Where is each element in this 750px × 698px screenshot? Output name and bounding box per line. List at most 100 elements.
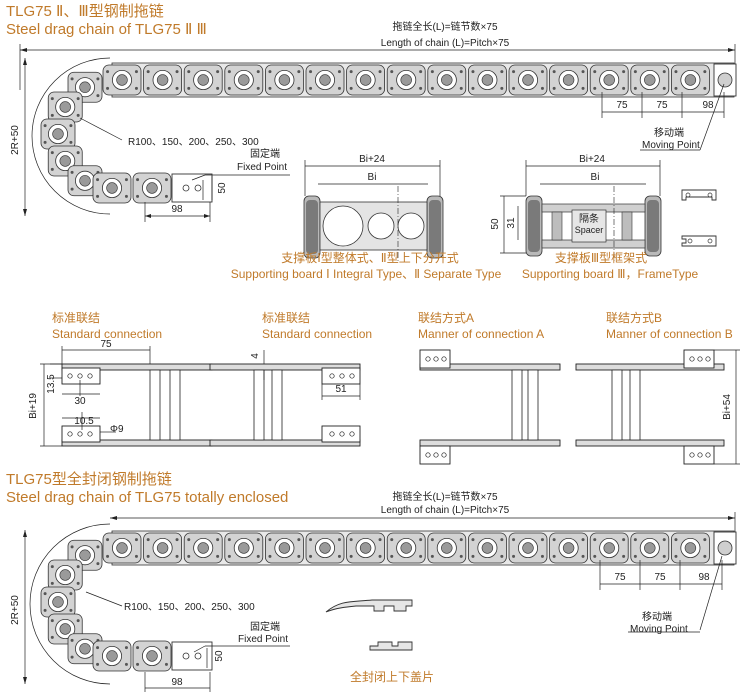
board2-caption-cn: 支撑板Ⅲ型框架式 [555, 250, 647, 265]
section2-radius-callout: R100、150、200、250、300 [85, 591, 255, 613]
section2-fixed-en: Fixed Point [238, 634, 288, 645]
section2-dim-98: 98 [171, 677, 183, 688]
conn3-title-en: Manner of connection A [418, 327, 544, 341]
chain-link [224, 532, 264, 564]
section2-end-98: 98 [698, 572, 710, 583]
section2-length-dimension [110, 512, 736, 540]
section1-radius-callout: R100、150、200、250、300 [79, 117, 259, 148]
section1-moving-cn: 移动端 [654, 126, 684, 139]
board2-height-outer: 50 [490, 218, 501, 230]
chain-link [305, 64, 345, 96]
chain-link [92, 640, 132, 672]
section2-radius-text: R100、150、200、250、300 [124, 602, 255, 613]
chain-link [630, 64, 670, 96]
conn4-title-en: Manner of connection B [606, 327, 733, 341]
chain-link [224, 64, 264, 96]
chain-link [671, 532, 710, 564]
section2-pitch-dims: 75 75 98 [599, 560, 723, 590]
section1-fixed-height: 50 [217, 182, 228, 194]
section2-bend-dimension: 2R+50 [10, 530, 27, 684]
section2-length-en: Length of chain (L)=Pitch×75 [381, 505, 510, 516]
chain-link [47, 91, 83, 123]
conn1-dim-bi19: Bi+19 [28, 393, 39, 419]
section1-chain-upper [102, 62, 737, 98]
section2-chain-lower [92, 640, 213, 672]
chain-link [467, 64, 507, 96]
conn2-dim-51: 51 [335, 384, 347, 395]
board2-spacer-en: Spacer [575, 225, 604, 235]
conn2-title-en: Standard connection [262, 327, 372, 341]
section1-length-dimension [19, 44, 736, 90]
section1-radius-text: R100、150、200、250、300 [128, 137, 259, 148]
chain-link [264, 532, 304, 564]
board2-width-outer: Bi+24 [579, 154, 605, 165]
chain-link [40, 586, 76, 618]
board1-caption-cn: 支撑板Ⅰ型整体式、Ⅱ型上下分开式 [281, 250, 458, 265]
chain-link [346, 64, 386, 96]
chain-link [102, 532, 142, 564]
board1-width-outer: Bi+24 [359, 154, 385, 165]
chain-link [143, 64, 183, 96]
chain-link [427, 64, 467, 96]
section1-fixed-cn: 固定端 [250, 147, 280, 160]
section1-dim-98: 98 [171, 204, 183, 215]
moving-end-bolt [717, 72, 733, 88]
section1-bend-arc [31, 57, 111, 215]
conn1-title-en: Standard connection [52, 327, 162, 341]
chain-link [132, 172, 172, 204]
chain-link [305, 532, 345, 564]
chain-link [183, 64, 223, 96]
fixed-end-bolt [194, 184, 202, 192]
conn3-title-cn: 联结方式A [418, 310, 474, 325]
conn4-drawing [575, 349, 740, 465]
chain-link [671, 64, 710, 96]
chain-link [92, 172, 132, 204]
section2-bend-arc [29, 523, 111, 685]
board2-height-inner: 31 [506, 217, 517, 229]
section2-moving-en: Moving Point [630, 624, 688, 635]
section1-pitch-dims: 75 75 98 [601, 92, 725, 118]
section1-moving-en: Moving Point [642, 140, 700, 151]
section2-fixed-height: 50 [214, 650, 225, 662]
chain-link [47, 559, 83, 591]
board2-drawing [525, 186, 662, 262]
board1-dimensions: Bi+24 Bi [304, 154, 441, 196]
board2-width-inner: Bi [591, 172, 600, 183]
chain-link [132, 640, 172, 672]
section2-bend-label: 2R+50 [10, 595, 21, 625]
chain-link [467, 532, 507, 564]
chain-link [508, 532, 548, 564]
section2-chain-upper [102, 530, 737, 566]
chain-link [589, 64, 629, 96]
fixed-end-bolt [182, 652, 190, 660]
conn4-dim-bi54: Bi+54 [722, 394, 733, 420]
chain-link [630, 532, 670, 564]
section1-dim-98-left: 98 [144, 202, 211, 222]
conn2-title-cn: 标准联结 [262, 311, 310, 325]
section1-fixed-en: Fixed Point [237, 162, 287, 173]
moving-end-bolt [717, 540, 733, 556]
chain-link [427, 532, 467, 564]
section1-pitch-2: 75 [656, 100, 668, 111]
section2-moving-cn: 移动端 [642, 610, 672, 623]
conn1-dim-30: 30 [74, 396, 86, 407]
chain-link [508, 64, 548, 96]
section1-title-cn: TLG75 Ⅱ、Ⅲ型钢制拖链 [6, 3, 164, 20]
conn2-dim-4: 4 [250, 353, 261, 359]
conn1-title-cn: 标准联结 [52, 311, 100, 325]
chain-link [549, 64, 588, 96]
chain-link [549, 532, 588, 564]
section1-title-en: Steel drag chain of TLG75 Ⅱ Ⅲ [6, 21, 207, 38]
section1-bend-dimension: 2R+50 [10, 58, 27, 216]
conn1-drawing [40, 346, 213, 447]
section1-end-98: 98 [702, 100, 714, 111]
conn3-drawing [419, 349, 561, 465]
chain-link [386, 532, 426, 564]
chain-link [386, 64, 426, 96]
section2-fixed-point: 固定端 Fixed Point 50 [193, 620, 290, 668]
conn1-dim-13-5: 13.5 [46, 374, 57, 394]
section2-cover-caption: 全封闭上下盖片 [350, 669, 434, 684]
section1-chain-lower [92, 172, 213, 204]
board2-spacer-cn: 隔条 [579, 212, 599, 225]
